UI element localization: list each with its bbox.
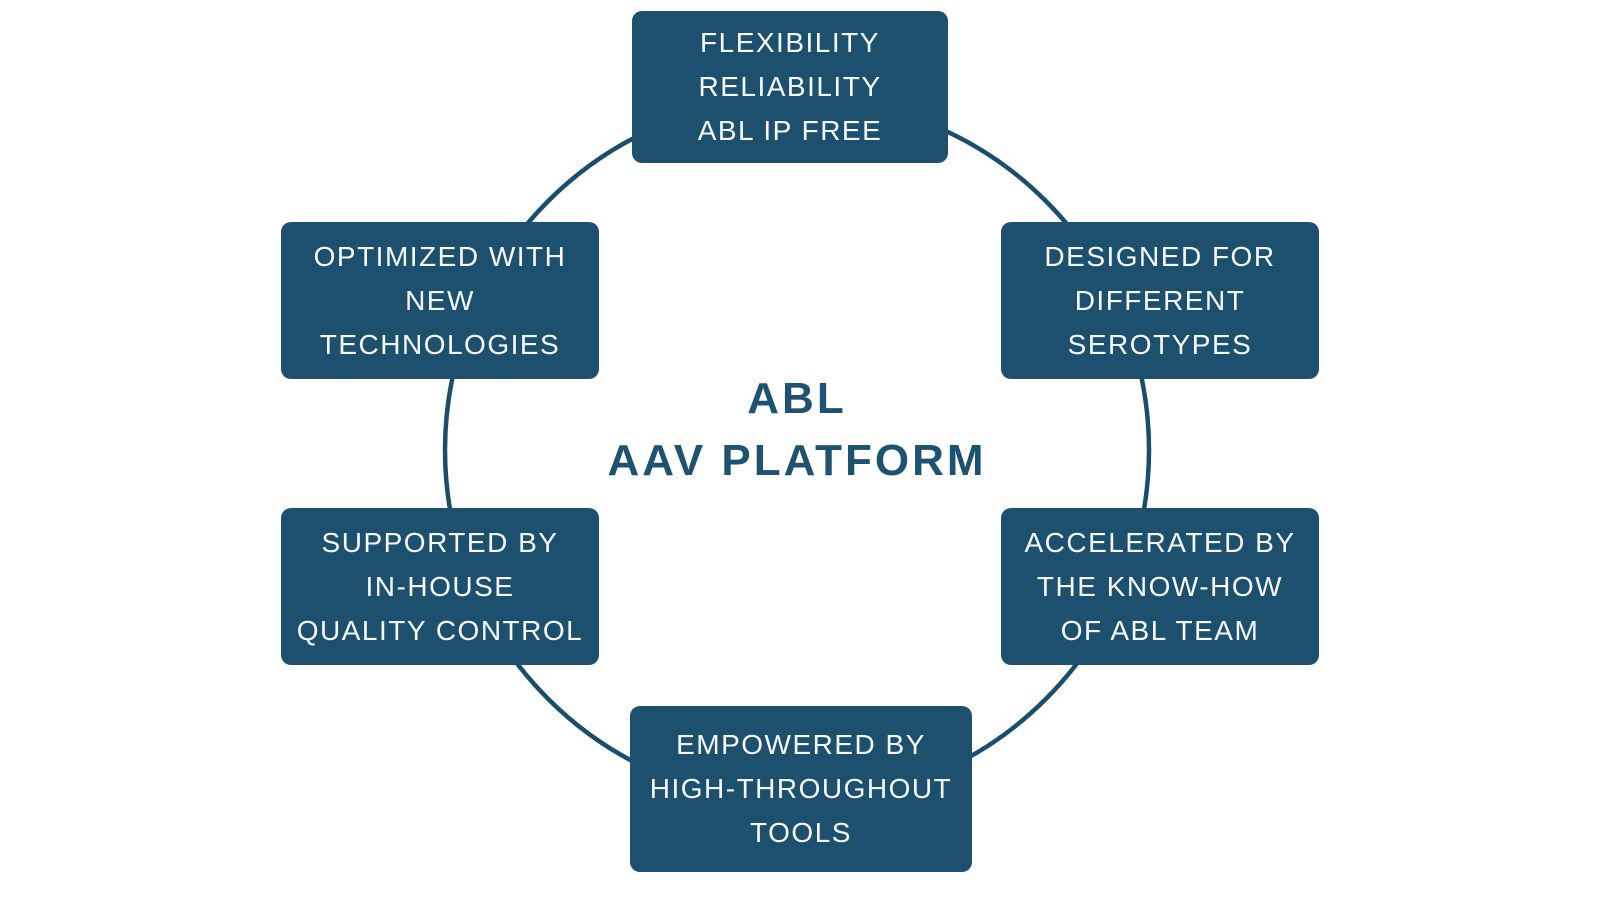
node-supported-by-quality-control: SUPPORTED BY IN-HOUSE QUALITY CONTROL	[281, 508, 599, 665]
node-accelerated-by-know-how: ACCELERATED BY THE KNOW-HOW OF ABL TEAM	[1001, 508, 1319, 665]
node-optimized-with-technologies: OPTIMIZED WITH NEW TECHNOLOGIES	[281, 222, 599, 379]
node-flexibility-reliability-ip-free: FLEXIBILITY RELIABILITY ABL IP FREE	[632, 11, 948, 163]
center-title: ABL AAV PLATFORM	[607, 374, 987, 485]
node-designed-for-serotypes: DESIGNED FOR DIFFERENT SEROTYPES	[1001, 222, 1319, 379]
node-empowered-by-tools: EMPOWERED BY HIGH-THROUGHOUT TOOLS	[630, 706, 972, 872]
